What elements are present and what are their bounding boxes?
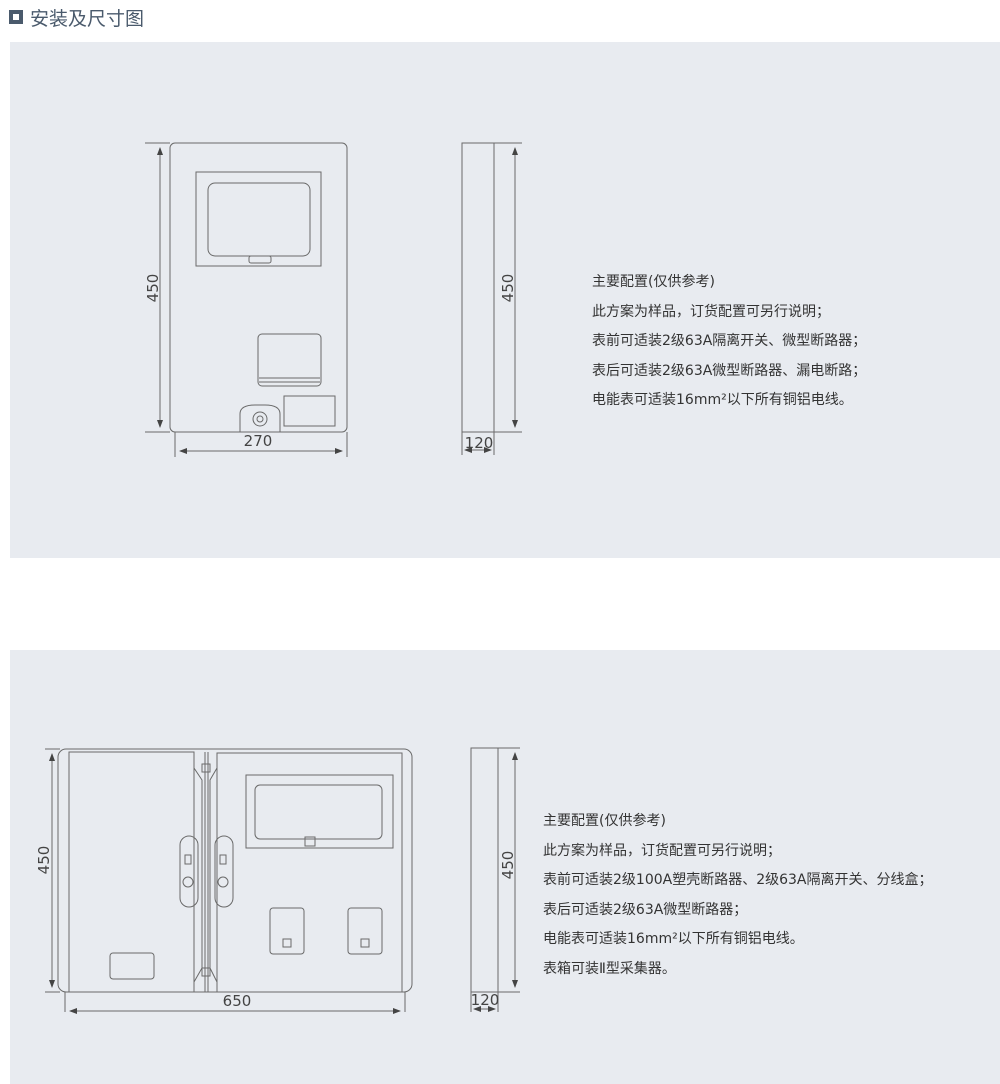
diagram-panel-2: 450 650 450 120 主要配置(仅供参考) 此方案为样品，订货配置可另… xyxy=(10,650,1000,1084)
spec-line: 表前可适装2级63A隔离开关、微型断路器； xyxy=(592,333,867,350)
spec-line: 此方案为样品，订货配置可另行说明； xyxy=(592,303,830,320)
side-height-label: 450 xyxy=(499,851,517,880)
spec-list-1: 主要配置(仅供参考) 此方案为样品，订货配置可另行说明； 表前可适装2级63A隔… xyxy=(592,268,866,416)
single-meter-box-drawing: 450 270 450 120 xyxy=(144,142,522,457)
spec-line: 电能表可适装16mm²以下所有铜铝电线。 xyxy=(592,392,853,409)
front-height-label: 450 xyxy=(144,274,162,303)
spec-line: 表后可适装2级63A微型断路器； xyxy=(543,901,748,918)
section-title: 安装及尺寸图 xyxy=(9,5,145,30)
side-depth-label: 120 xyxy=(471,991,500,1009)
spec-line: 表前可适装2级100A塑壳断路器、2级63A隔离开关、分线盒； xyxy=(543,872,933,889)
double-door-box-drawing: 450 650 450 120 xyxy=(35,747,520,1014)
diagram-panel-1: 450 270 450 120 主要配置(仅供参考) 此方案为样品，订货配置可另… xyxy=(10,42,1000,558)
spec-heading: 主要配置(仅供参考) xyxy=(592,274,715,290)
spec-line: 电能表可适装16mm²以下所有铜铝电线。 xyxy=(543,931,804,948)
section-title-text: 安装及尺寸图 xyxy=(30,7,145,30)
spec-line: 表后可适装2级63A微型断路器、漏电断路； xyxy=(592,362,867,379)
front-width-label: 270 xyxy=(244,432,273,450)
spec-heading: 主要配置(仅供参考) xyxy=(543,813,666,829)
side-height-label: 450 xyxy=(499,274,517,303)
spec-list-2: 主要配置(仅供参考) 此方案为样品，订货配置可另行说明； 表前可适装2级100A… xyxy=(543,807,933,985)
front-width-label: 650 xyxy=(223,992,252,1010)
spec-line: 表箱可装Ⅱ型采集器。 xyxy=(543,960,676,977)
front-height-label: 450 xyxy=(35,846,53,875)
side-depth-label: 120 xyxy=(465,434,494,452)
square-bullet-icon xyxy=(9,10,23,24)
spec-line: 此方案为样品，订货配置可另行说明； xyxy=(543,842,781,859)
